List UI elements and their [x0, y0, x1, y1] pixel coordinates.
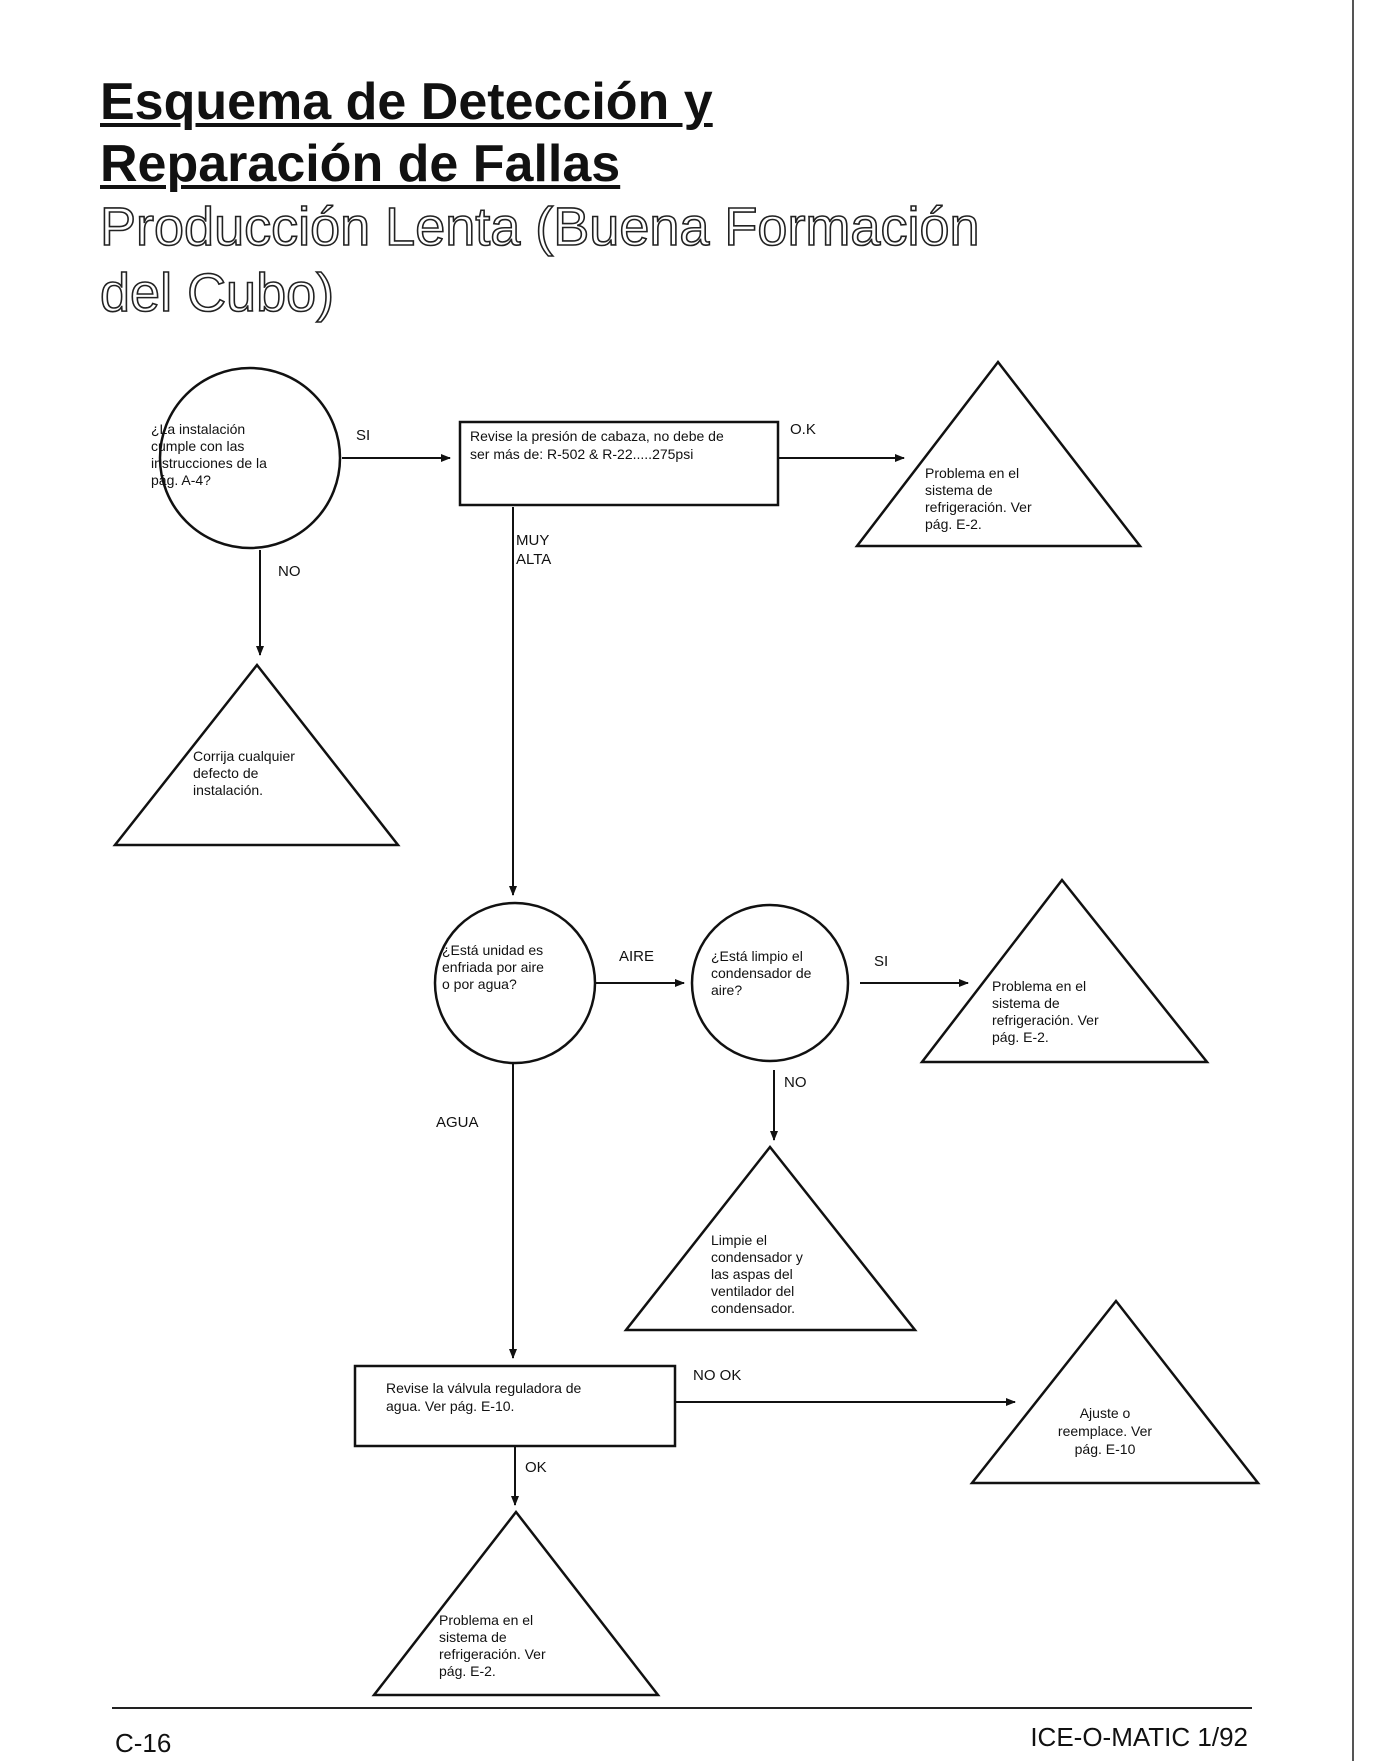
page-number: C-16 [115, 1728, 172, 1758]
node-text-line: ser más de: R-502 & R-22.....275psi [470, 446, 693, 462]
node-text-line: las aspas del [711, 1266, 793, 1282]
node-text-line: condensador de [711, 965, 812, 981]
refrig-problem-3-triangle [371, 1509, 661, 1697]
install-question-circle [158, 366, 342, 550]
edge-label-valve-ok: OK [525, 1459, 547, 1476]
node-text-line: pág. E-2. [439, 1663, 496, 1679]
node-text-line: refrigeración. Ver [992, 1012, 1099, 1028]
node-text-line: condensador. [711, 1300, 795, 1316]
edge-label-water: AGUA [436, 1114, 479, 1131]
node-text-line: enfriada por aire [442, 959, 544, 975]
node-text-line: agua. Ver pág. E-10. [386, 1398, 514, 1414]
clean-condenser-triangle [623, 1144, 918, 1332]
edge-label-valve-not-ok: NO OK [693, 1367, 741, 1384]
brand-footer: ICE-O-MATIC 1/92 [1030, 1722, 1248, 1752]
footer-rule [112, 1707, 1252, 1709]
node-text-line: cumple con las [151, 438, 244, 454]
edge-label-install-yes: SI [356, 427, 370, 444]
subtitle-line-2: del Cubo) [99, 262, 335, 324]
refrig-problem-2-triangle [919, 877, 1210, 1064]
node-text-line: instrucciones de la [151, 455, 267, 471]
node-text-line: reemplace. Ver [1058, 1423, 1152, 1439]
edge-label-install-no: NO [278, 563, 301, 580]
check-pressure-text: Revise la presión de cabaza, no debe de s… [470, 428, 724, 462]
node-text-line: aire? [711, 982, 742, 998]
fix-install-triangle [112, 662, 401, 847]
subtitle-line-1: Producción Lenta (Buena Formación [99, 196, 980, 258]
node-text-line: sistema de [925, 482, 993, 498]
node-text-line: instalación. [193, 782, 263, 798]
edge-label-clean-no: NO [784, 1074, 807, 1091]
title-line-2: Reparación de Fallas [100, 135, 621, 193]
node-text-line: pág. E-2. [925, 516, 982, 532]
check-pressure-box [458, 420, 780, 507]
node-text-line: Revise la válvula reguladora de [386, 1380, 582, 1396]
node-text-line: ventilador del [711, 1283, 794, 1299]
page-edge-line [1352, 0, 1354, 1761]
node-text-line: defecto de [193, 765, 259, 781]
node-text-line: Problema en el [992, 978, 1086, 994]
refrig-problem-1-triangle [854, 359, 1143, 548]
condenser-clean-question-circle [690, 903, 850, 1063]
edge-label-air: AIRE [619, 948, 654, 965]
node-text-line: Limpie el [711, 1232, 767, 1248]
node-text-line: Problema en el [439, 1612, 533, 1628]
node-text-line: refrigeración. Ver [925, 499, 1032, 515]
node-text-line: ¿Está unidad es [442, 942, 543, 958]
adjust-replace-triangle [969, 1298, 1261, 1485]
node-text-line: o por agua? [442, 976, 517, 992]
edge-label-pressure-high-2: ALTA [516, 551, 551, 568]
edge-label-pressure-high-1: MUY [516, 532, 549, 549]
node-text-line: ¿Está limpio el [711, 948, 803, 964]
node-text-line: refrigeración. Ver [439, 1646, 546, 1662]
node-text-line: pág. E-10 [1075, 1441, 1136, 1457]
node-text-line: sistema de [439, 1629, 507, 1645]
edge-label-pressure-ok: O.K [790, 421, 816, 438]
node-text-line: ¿La instalación [151, 421, 245, 437]
title-line-1: Esquema de Detección y [100, 73, 713, 131]
node-text-line: Problema en el [925, 465, 1019, 481]
node-text-line: pág. E-2. [992, 1029, 1049, 1045]
edge-label-clean-yes: SI [874, 953, 888, 970]
node-text-line: condensador y [711, 1249, 803, 1265]
node-text-line: pág. A-4? [151, 472, 211, 488]
node-text-line: Revise la presión de cabaza, no debe de [470, 428, 724, 444]
check-valve-text: Revise la válvula reguladora de agua. Ver… [386, 1380, 582, 1414]
node-text-line: sistema de [992, 995, 1060, 1011]
node-text-line: Ajuste o [1080, 1405, 1131, 1421]
node-text-line: Corrija cualquier [193, 748, 295, 764]
check-valve-box [353, 1364, 677, 1448]
adjust-replace-text: Ajuste o reemplace. Ver pág. E-10 [1058, 1405, 1152, 1457]
